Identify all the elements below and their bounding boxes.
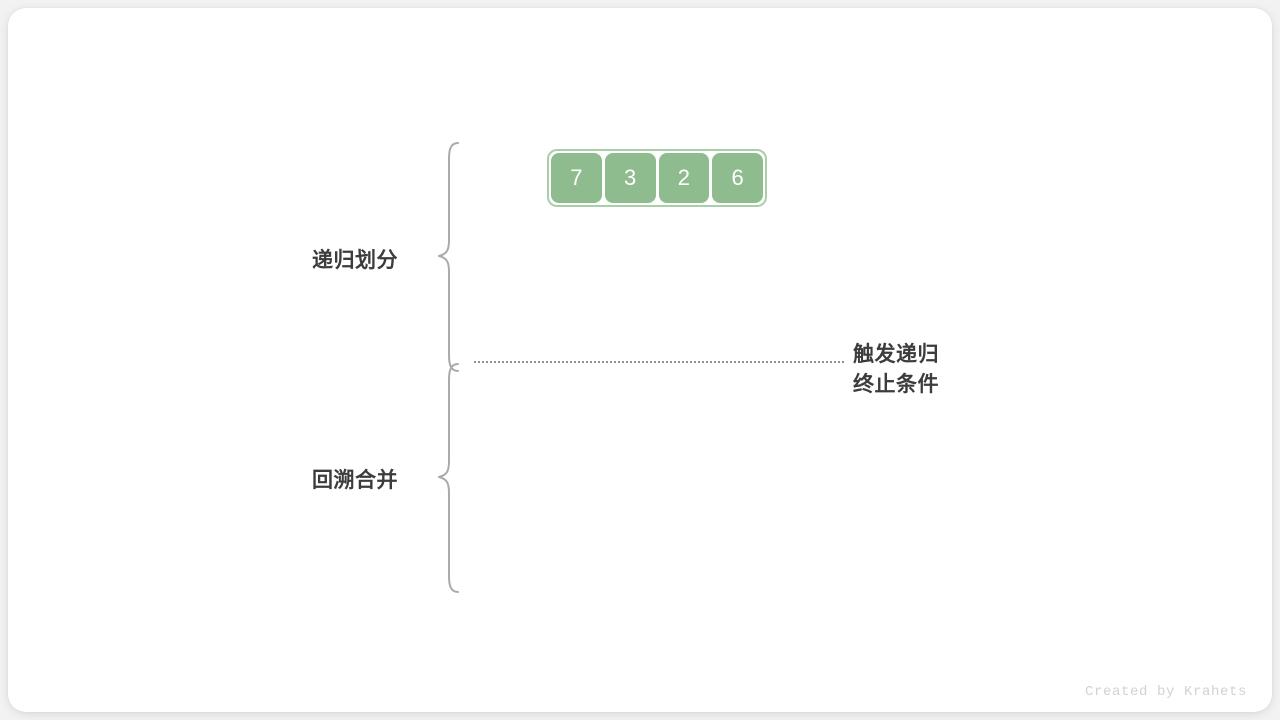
label-backtrack-merge: 回溯合并: [312, 469, 398, 492]
array-cell: 3: [604, 153, 656, 203]
merge-brace-icon: [438, 363, 459, 593]
array-cell: 2: [658, 153, 710, 203]
array-cell: 6: [712, 153, 763, 203]
recursion-base-divider: [474, 361, 844, 363]
base-case-note: 触发递归 终止条件: [853, 340, 939, 400]
array-container: 7 3 2 6: [551, 153, 763, 203]
diagram-card: 7 3 2 6 递归划分 回溯合并 触发递归 终止条件 Created by K…: [8, 8, 1272, 712]
base-case-note-line1: 触发递归: [853, 343, 939, 366]
array-cell: 7: [551, 153, 602, 203]
credit-text: Created by Krahets: [1085, 684, 1248, 700]
base-case-note-line2: 终止条件: [853, 373, 939, 396]
divide-brace-icon: [438, 142, 459, 372]
label-recursive-divide: 递归划分: [312, 249, 398, 272]
